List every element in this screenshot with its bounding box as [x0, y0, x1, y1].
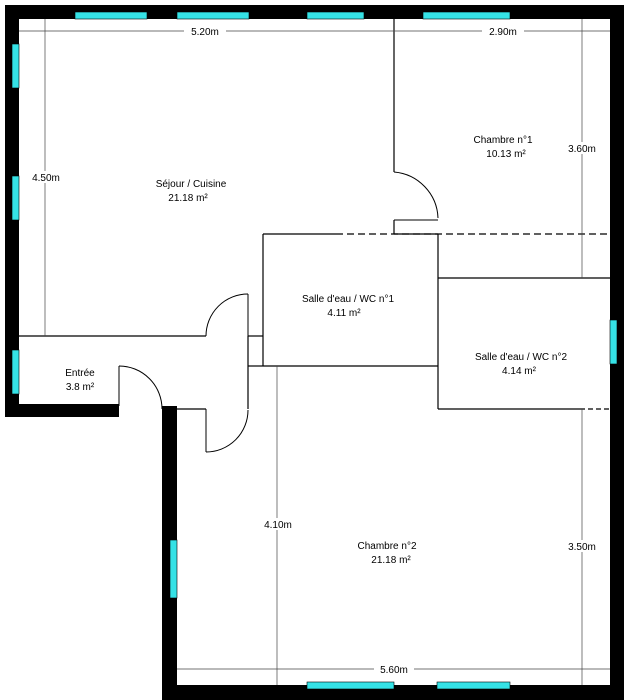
door-entree-arc: [118, 365, 163, 410]
dimension-labels: 5.20m 2.90m 4.50m 3.60m 4.10m 3.50m 5.60…: [28, 25, 601, 676]
window-left-1: [11, 43, 20, 89]
room-sdb1-area: 4.11 m²: [327, 308, 361, 319]
dim-sdb2-right-height: 3.50m: [568, 542, 596, 553]
room-entree-area: 3.8 m²: [66, 382, 95, 393]
window-bottom-2: [436, 681, 511, 690]
interior-partitions: [19, 19, 610, 410]
wall-entree-bottom: [5, 404, 119, 417]
doors: [118, 171, 439, 453]
room-entree-name: Entrée: [65, 368, 95, 379]
wall-left-lower: [162, 406, 177, 700]
window-left-3: [11, 349, 20, 395]
windows: [11, 11, 618, 690]
dim-chambre1-width: 2.90m: [489, 27, 517, 38]
window-top-2: [176, 11, 250, 20]
door-sejour-arc: [205, 293, 249, 337]
window-right-1: [609, 319, 618, 365]
dim-chambre1-height: 3.60m: [568, 144, 596, 155]
window-left-2: [11, 175, 20, 221]
room-sdb2-area: 4.14 m²: [502, 366, 537, 377]
room-chambre1-area: 10.13 m²: [486, 149, 526, 160]
room-chambre2-name: Chambre n°2: [357, 541, 416, 552]
window-top-3: [306, 11, 365, 20]
room-sdb2-name: Salle d'eau / WC n°2: [475, 352, 568, 363]
window-top-4: [422, 11, 511, 20]
window-lower-left: [169, 539, 178, 599]
room-labels: Séjour / Cuisine 21.18 m² Chambre n°1 10…: [65, 135, 567, 566]
room-chambre1-name: Chambre n°1: [473, 135, 532, 146]
room-chambre2-area: 21.18 m²: [371, 555, 411, 566]
door-chambre2-arc: [205, 409, 249, 453]
exterior-walls: [5, 5, 624, 700]
room-sdb1-name: Salle d'eau / WC n°1: [302, 294, 395, 305]
door-chambre1-arc: [393, 171, 439, 219]
room-sejour-area: 21.18 m²: [168, 193, 208, 204]
dim-sejour-width: 5.20m: [191, 27, 219, 38]
window-top-1: [74, 11, 148, 20]
window-bottom-1: [306, 681, 395, 690]
dim-chambre2-width: 5.60m: [380, 665, 408, 676]
dim-sejour-height: 4.50m: [32, 173, 60, 184]
dim-chambre2-height: 4.10m: [264, 520, 292, 531]
room-sejour-name: Séjour / Cuisine: [156, 179, 227, 190]
